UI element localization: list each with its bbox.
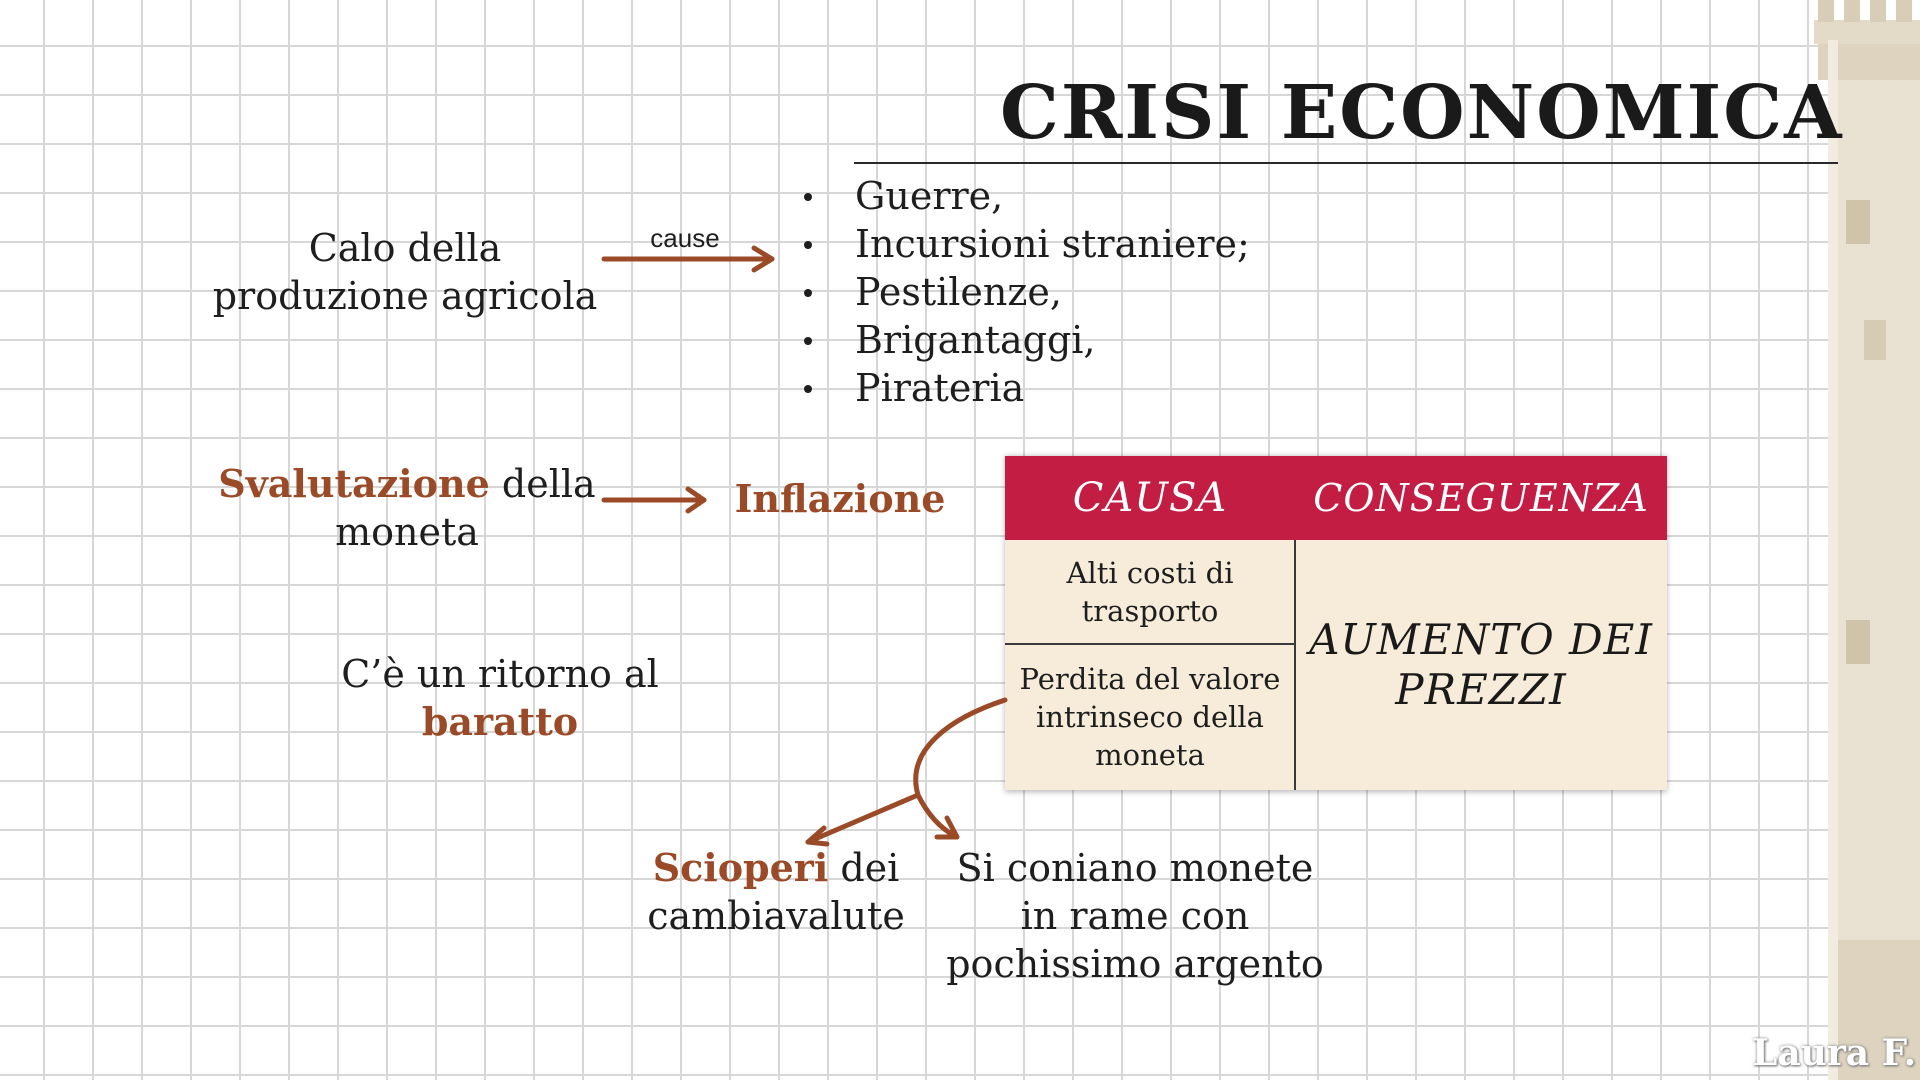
table-cell-conseguenza: AUMENTO DEI PREZZI xyxy=(1295,540,1667,790)
scioperi-line-1: Scioperi dei xyxy=(630,844,922,892)
conseguenza-line-1: AUMENTO DEI xyxy=(1309,615,1653,664)
conseguenza-line-2: PREZZI xyxy=(1395,665,1567,714)
svalutazione-accent: Svalutazione xyxy=(218,461,490,506)
scioperi-text: Scioperi dei cambiavalute xyxy=(630,844,922,940)
causes-list: Guerre, Incursioni straniere; Pestilenze… xyxy=(800,172,1250,412)
table-row-divider xyxy=(1005,643,1295,645)
arrow-branch-left-head xyxy=(805,825,830,847)
list-item: Pirateria xyxy=(800,364,1250,412)
svalutazione-line-1: Svalutazione della xyxy=(200,460,614,508)
list-item: Incursioni straniere; xyxy=(800,220,1250,268)
table-cell-causa-1: Alti costi di trasporto xyxy=(1005,540,1295,644)
svalutazione-line-2: moneta xyxy=(335,510,479,554)
calo-line-1: Calo della xyxy=(308,226,502,270)
causa-conseguenza-table: CAUSA CONSEGUENZA Alti costi di trasport… xyxy=(1005,456,1667,790)
table-header-conseguenza: CONSEGUENZA xyxy=(1295,456,1667,540)
list-item: Brigantaggi, xyxy=(800,316,1250,364)
title-underline xyxy=(854,162,1838,164)
monete-line-1: Si coniano monete xyxy=(956,846,1314,890)
list-item: Guerre, xyxy=(800,172,1250,220)
cause-label: cause xyxy=(650,223,720,253)
arrow-branch-stem xyxy=(913,697,1008,798)
list-item: Pestilenze, xyxy=(800,268,1250,316)
scioperi-accent: Scioperi xyxy=(652,845,829,890)
table-header-causa: CAUSA xyxy=(1005,456,1295,540)
scioperi-line-2: cambiavalute xyxy=(647,894,905,938)
table-column-divider xyxy=(1294,540,1296,790)
arrow-branch-right-head xyxy=(934,815,960,840)
castle-tower-decoration xyxy=(1814,0,1920,1080)
baratto-line-1: C’è un ritorno al xyxy=(341,652,659,696)
monete-line-2: in rame con xyxy=(1020,894,1250,938)
inflazione-text: Inflazione xyxy=(734,476,946,521)
arrow-branch-right xyxy=(915,792,958,839)
calo-produzione-text: Calo della produzione agricola xyxy=(200,224,610,320)
arrow-cause-head xyxy=(751,245,775,273)
svalutazione-text: Svalutazione della moneta xyxy=(200,460,614,556)
author-credit: Laura F. xyxy=(1752,1032,1917,1074)
baratto-text: C’è un ritorno al baratto xyxy=(330,650,670,746)
table-cell-causa-2: Perdita del valore intrinseco della mone… xyxy=(1005,644,1295,790)
monete-line-3: pochissimo argento xyxy=(946,942,1324,986)
scioperi-rest: dei xyxy=(828,846,900,890)
baratto-accent: baratto xyxy=(421,699,579,744)
monete-text: Si coniano monete in rame con pochissimo… xyxy=(935,844,1335,988)
svalutazione-rest: della xyxy=(489,462,596,506)
page-title: CRISI ECONOMICA xyxy=(1000,70,1844,156)
calo-line-2: produzione agricola xyxy=(212,274,598,318)
arrow-branch-left xyxy=(805,792,921,845)
arrow-inflazione-head xyxy=(685,486,707,514)
